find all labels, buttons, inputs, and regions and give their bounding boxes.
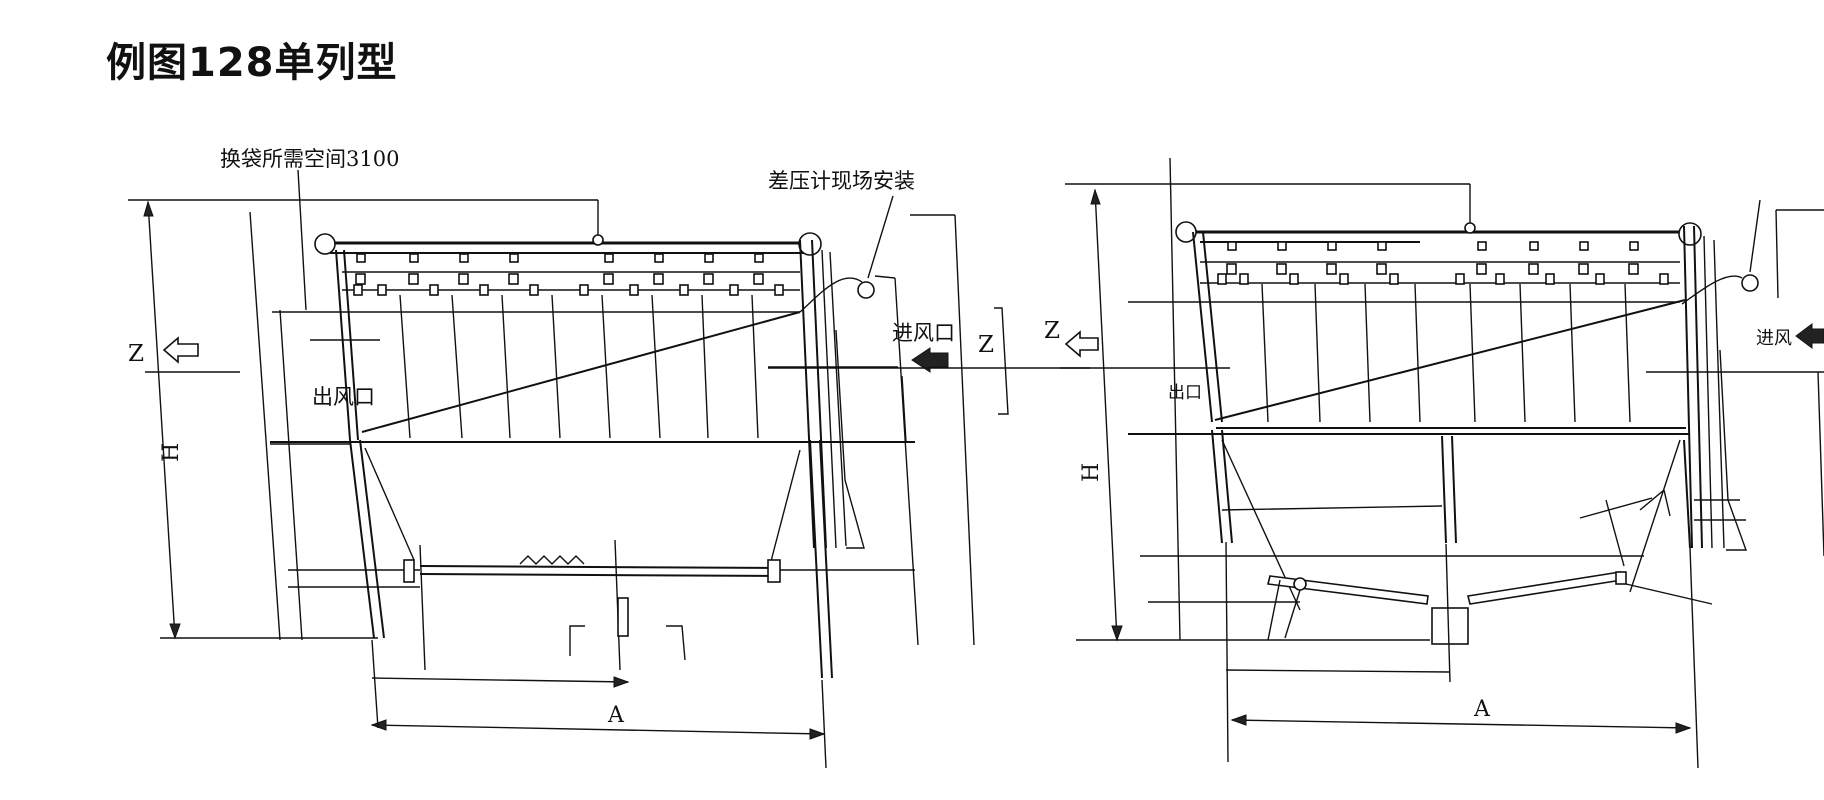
left-outlet-label: 出风口 <box>312 385 375 409</box>
left-inlet-label: 进风口 <box>892 321 955 345</box>
right-h-label: H <box>1079 463 1104 482</box>
right-outlet-label: 出口 <box>1168 383 1202 403</box>
left-z-left-label: Z <box>128 341 144 367</box>
right-z-label: Z <box>1044 318 1060 344</box>
left-h-label: H <box>159 443 184 462</box>
pressure-gauge-label: 差压计现场安装 <box>768 169 915 193</box>
left-a-label: A <box>607 703 625 728</box>
right-a-label: A <box>1473 697 1491 722</box>
valve-row-left <box>353 253 784 296</box>
left-z-right-label: Z <box>978 332 994 358</box>
bag-space-label: 换袋所需空间3100 <box>220 147 399 171</box>
valve-row-right <box>1217 241 1669 285</box>
page-title: 例图128单列型 <box>106 40 398 86</box>
left-view: H 换袋所需空间3100 <box>128 147 1090 769</box>
right-inlet-label: 进风 <box>1756 328 1792 349</box>
right-view: H <box>1044 157 1824 769</box>
